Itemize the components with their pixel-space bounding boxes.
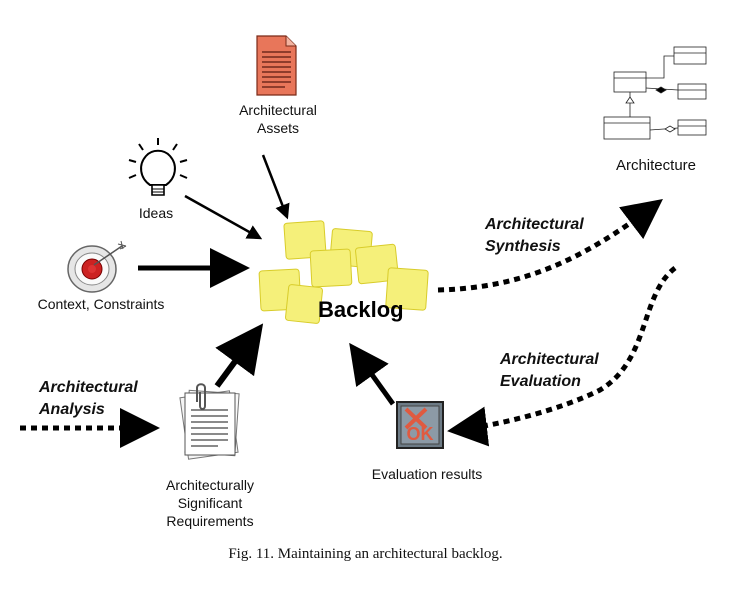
figure-caption: Fig. 11. Maintaining an architectural ba… [228, 546, 503, 562]
requirements-label: Architecturally Significant Requirements [148, 476, 272, 530]
synthesis-label: Architectural Synthesis [485, 214, 584, 258]
requirements-doc-icon [179, 383, 240, 460]
ok-icon-text: OK [406, 424, 434, 444]
evaluation-label-line2: Evaluation [500, 373, 581, 390]
evaluation-label-line1: Architectural [500, 351, 599, 368]
ideas-label: Ideas [138, 205, 174, 221]
evaluation-label: Architectural Evaluation [500, 349, 599, 393]
architecture-label: Architecture [615, 157, 697, 174]
lightbulb-icon [128, 138, 188, 196]
requirements-label-line1: Architecturally [166, 477, 254, 493]
backlog-label: Backlog [318, 297, 404, 322]
target-icon [67, 240, 127, 293]
context-label: Context, Constraints [37, 296, 165, 312]
document-icon [256, 35, 297, 96]
eval-results-label: Evaluation results [371, 466, 483, 482]
arrows-into-backlog [138, 154, 396, 406]
analysis-label-line1: Architectural [39, 379, 138, 396]
analysis-label: Architectural Analysis [39, 377, 138, 421]
requirements-label-line3: Requirements [166, 513, 254, 529]
requirements-label-line2: Significant [177, 495, 243, 511]
assets-label-line1: Architectural [239, 102, 317, 118]
ok-evaluation-icon [396, 401, 444, 449]
assets-label: Architectural Assets [222, 101, 334, 137]
synthesis-label-line1: Architectural [485, 216, 584, 233]
analysis-label-line2: Analysis [39, 401, 105, 418]
assets-label-line2: Assets [256, 120, 299, 136]
synthesis-label-line2: Synthesis [485, 238, 561, 255]
uml-class-diagram-icon [603, 46, 707, 140]
sticky-notes-icon [258, 220, 429, 324]
dotted-arrows [20, 198, 677, 448]
